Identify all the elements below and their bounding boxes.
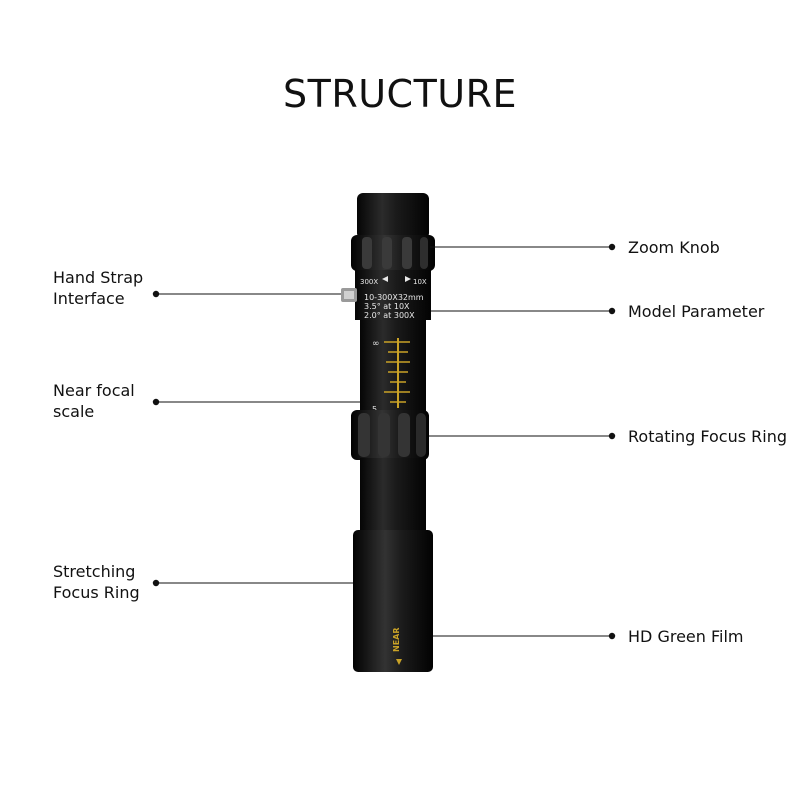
near-focal-scale-section: ∞ 5 <box>360 320 426 415</box>
spec-line-2: 3.5° at 10X <box>364 302 410 311</box>
page-title: STRUCTURE <box>282 72 518 116</box>
label-hd-green-film: HD Green Film <box>628 627 744 646</box>
zoom-left-marking: 300X <box>360 278 378 286</box>
scale-top-marking: ∞ <box>372 339 380 349</box>
spec-line-3: 2.0° at 300X <box>364 311 415 320</box>
label-hand-strap-line1: Hand Strap <box>53 268 144 287</box>
label-hand-strap-line2: Interface <box>53 289 125 308</box>
spec-line-1: 10-300X32mm <box>364 293 424 302</box>
eyepiece <box>357 193 429 239</box>
rotating-focus-ring <box>351 410 429 460</box>
label-hand-strap-interface: Hand Strap Interface <box>53 267 143 309</box>
zoom-knob <box>351 235 435 271</box>
leader-lines-left <box>152 290 360 587</box>
label-stretching-line1: Stretching <box>53 562 136 581</box>
zoom-right-marking: 10X <box>413 278 427 286</box>
label-model-parameter: Model Parameter <box>628 302 765 321</box>
hand-strap-interface <box>341 288 357 302</box>
label-rotating-focus-ring: Rotating Focus Ring <box>628 427 788 446</box>
label-stretching-focus-ring: Stretching Focus Ring <box>53 561 140 603</box>
upper-body: 300X 10X 10-300X32mm 3.5° at 10X 2.0° at… <box>355 270 431 320</box>
stretching-focus-ring: NEAR <box>353 530 433 672</box>
near-marking: NEAR <box>392 627 401 652</box>
leader-lines-right <box>429 243 616 640</box>
label-zoom-knob: Zoom Knob <box>628 238 720 257</box>
label-stretching-line2: Focus Ring <box>53 583 140 602</box>
middle-tube <box>360 458 426 538</box>
label-near-focal-line1: Near focal <box>53 381 135 400</box>
label-near-focal-line2: scale <box>53 402 95 421</box>
label-near-focal-scale: Near focal scale <box>53 380 135 422</box>
scale-bottom-marking: 5 <box>372 405 377 414</box>
